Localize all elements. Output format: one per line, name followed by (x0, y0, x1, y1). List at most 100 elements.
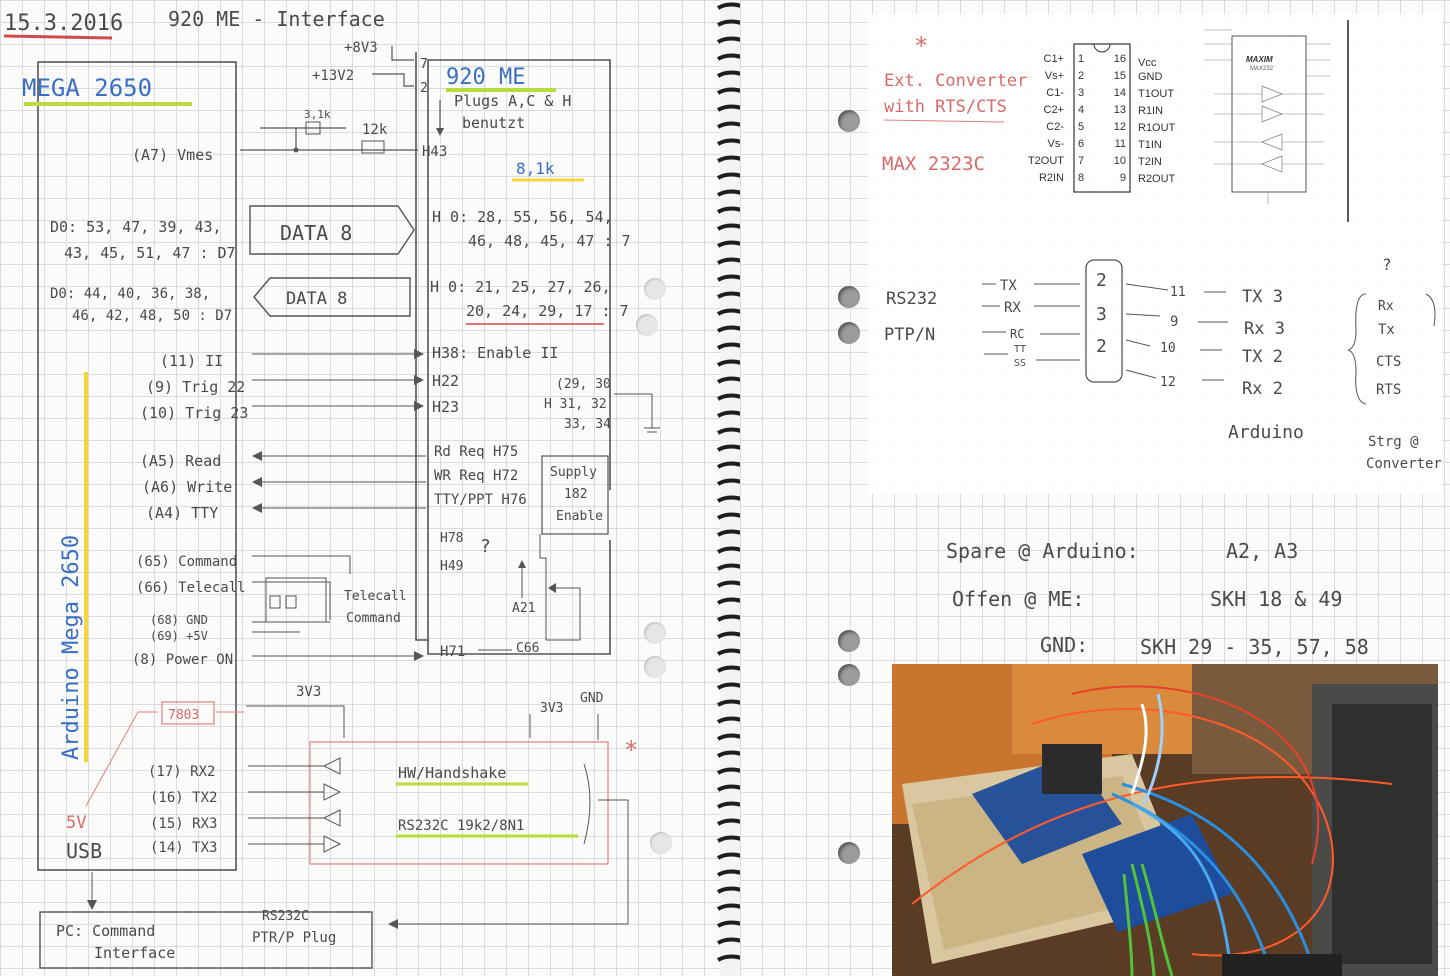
data-out-arrow (253, 277, 411, 317)
data-out-arrow-label: DATA 8 (286, 289, 347, 309)
data-in-arrow (249, 205, 415, 255)
vmess-label: (A7) Vmes (132, 146, 213, 164)
mega-title: MEGA 2650 (22, 74, 152, 102)
punch-hole (838, 630, 860, 652)
relay-command-label: Command (346, 611, 401, 626)
me-box-outline (415, 52, 611, 641)
sig-tty-me: TTY/PPT H76 (434, 492, 527, 508)
page-title: 920 ME - Interface (168, 7, 385, 31)
supply-box-line1: Supply (550, 465, 597, 480)
me-title: 920 ME (446, 65, 525, 90)
punch-hole (636, 314, 658, 336)
punch-hole (838, 286, 860, 308)
relay-telecall-label: Telecall (344, 589, 407, 604)
usb-label: USB (66, 839, 102, 863)
resistor1-label: 3,1k (304, 108, 331, 121)
data-in-arrow-label: DATA 8 (280, 221, 352, 245)
3v3-label-a: 3V3 (296, 684, 321, 700)
data-out-mega-line2: 46, 42, 48, 50 : D7 (72, 308, 232, 324)
supply-box (541, 455, 609, 535)
regulator-7803 (161, 701, 215, 725)
hardware-photo (892, 664, 1438, 976)
left-page-drawing: 15.3.2016 920 ME - Interface MEGA 2650 A… (3, 7, 660, 969)
sig-tty-mega: (A4) TTY (146, 504, 218, 522)
sig-trig23-mega: (10) Trig 23 (140, 404, 248, 422)
date-label: 15.3.2016 (4, 11, 123, 36)
sig-trig22-mega: (9) Trig 22 (146, 378, 245, 396)
pc-box-line1: PC: Command (56, 922, 155, 940)
supply-13v-label: +13V2 (312, 68, 354, 84)
resistor2-label: 12k (362, 122, 388, 138)
data-out-mega-line1: D0: 44, 40, 36, 38, (50, 286, 210, 302)
supply-box-line2: 182 (564, 487, 587, 502)
gnd-h-line3: 33, 34 (564, 417, 611, 432)
rs232-label: RS232C 19k2/8N1 (398, 818, 524, 834)
supply-8v-label: +8V3 (344, 40, 378, 56)
rs232-converter-box (309, 741, 609, 865)
pc-box-line3: RS232C (262, 909, 309, 924)
power-on-mega: (8) Power ON (132, 652, 233, 668)
me-subtitle-plugs: Plugs A,C & H (454, 92, 571, 110)
tx3-label: (14) TX3 (150, 840, 217, 856)
punch-hole (644, 278, 666, 300)
signals-to-me: (11) II (9) Trig 22 (10) Trig 23 H38: En… (140, 344, 558, 422)
supply-box-line3: Enable (556, 509, 603, 524)
sig-ii-mega: (11) II (160, 352, 223, 370)
serial-lines: (17) RX2 (16) TX2 (15) RX3 (14) TX3 (148, 757, 629, 924)
me-h71: H71 (440, 644, 465, 660)
data-in-mega-line2: 43, 45, 51, 47 : D7 (64, 244, 236, 262)
sig-h22-me: H22 (432, 372, 459, 390)
data-out-me-line1: H 0: 21, 25, 27, 26, (430, 278, 611, 296)
punch-hole (644, 622, 666, 644)
pin7-label: 7 (420, 57, 428, 72)
data-in-me-line2: 46, 48, 45, 47 : 7 (468, 232, 631, 250)
pc-box-line2: Interface (94, 944, 175, 962)
gnd-h-line2: H 31, 32 (544, 397, 607, 412)
sig-h23-me: H23 (432, 398, 459, 416)
punch-hole (644, 656, 666, 678)
pin2-label: 2 (420, 81, 428, 96)
sig-rdreq-me: Rd Req H75 (434, 444, 518, 460)
punch-hole (838, 664, 860, 686)
sig-wrreq-me: WR Req H72 (434, 468, 518, 484)
punch-hole (650, 832, 672, 854)
me-subtitle-benutzt: benutzt (462, 114, 525, 132)
3v3-label-b: 3V3 (540, 701, 563, 716)
date-underline (3, 34, 113, 40)
sig-read-mega: (A5) Read (140, 452, 221, 470)
sig-write-mega: (A6) Write (142, 478, 232, 496)
relay-telecall-mega: (66) Telecall (136, 580, 246, 596)
converter-star: * (624, 736, 638, 764)
data-in-mega-line1: D0: 53, 47, 39, 43, (50, 218, 222, 236)
pc-box-line4: PTR/P Plug (252, 930, 336, 946)
me-ohm-label: 8,1k (516, 159, 555, 178)
left-notebook-page: 15.3.2016 920 ME - Interface MEGA 2650 A… (0, 0, 720, 976)
relay-5v-mega: (69) +5V (150, 629, 208, 643)
signals-from-me: (A5) Read (A6) Write (A4) TTY Rd Req H75… (140, 444, 527, 522)
pc-interface-box (39, 911, 373, 969)
hardware-photo-art (892, 664, 1438, 976)
regulator-label: 7803 (168, 708, 199, 723)
hw-handshake-label: HW/Handshake (398, 764, 506, 782)
me-c66: C66 (516, 641, 539, 656)
rx2-label: (17) RX2 (148, 764, 215, 780)
relay-command-mega: (65) Command (136, 554, 237, 570)
data-in-me-line1: H 0: 28, 55, 56, 54, (432, 208, 613, 226)
relay-section: (65) Command (66) Telecall (68) GND (69)… (132, 554, 424, 668)
tx2-label: (16) TX2 (150, 790, 217, 806)
mega-board-box (37, 61, 237, 871)
h43-label: H43 (422, 144, 447, 160)
data-out-me-line2: 20, 24, 29, 17 : 7 (466, 302, 629, 320)
me-a21: A21 (512, 601, 535, 616)
me-h49: H49 (440, 559, 463, 574)
punch-hole (838, 322, 860, 344)
gnd-label: GND (580, 691, 604, 706)
sig-ii-me: H38: Enable II (432, 344, 558, 362)
gnd-h-line1: (29, 30 (556, 377, 611, 392)
5v-label: 5V (66, 813, 86, 833)
rx3-label: (15) RX3 (150, 816, 217, 832)
relay-gnd-mega: (68) GND (150, 613, 208, 627)
me-h78: H78 (440, 531, 463, 546)
punch-hole (838, 110, 860, 132)
me-question-mark: ? (480, 536, 491, 557)
